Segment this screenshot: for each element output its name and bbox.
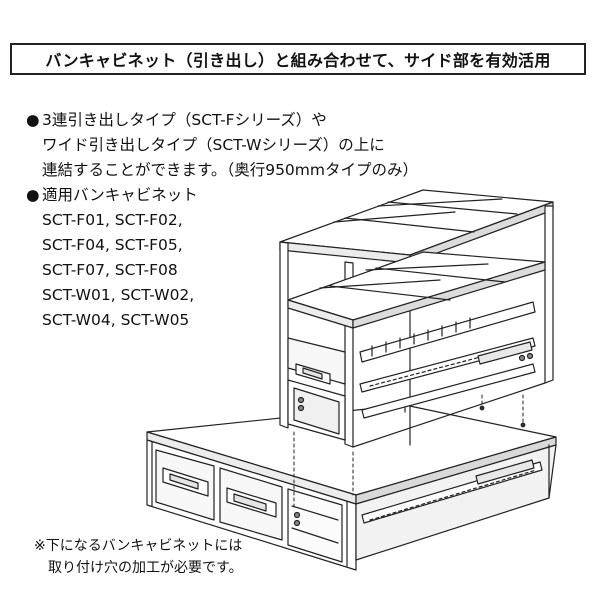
model-list-item: SCT-F01, SCT-F02, [42,211,183,229]
note-line-2: 取り付け穴の加工が必要です。 [48,560,243,576]
lower-cabinet [146,404,557,571]
upper-rack [279,189,554,448]
feature-line-2: ワイド引き出しタイプ（SCT-Wシリーズ）の上に [42,136,385,154]
compatible-heading: 適用バンキャビネット [42,186,198,204]
title-banner: バンキャビネット（引き出し）と組み合わせて、サイド部を有効活用 [10,43,586,75]
model-list-item: SCT-W01, SCT-W02, [42,286,195,304]
bullet-icon: ● [26,186,40,204]
feature-list: ●3連引き出しタイプ（SCT-Fシリーズ）や ワイド引き出しタイプ（SCT-Wシ… [26,108,418,333]
feature-line-1: 3連引き出しタイプ（SCT-Fシリーズ）や [42,111,327,129]
model-list-item: SCT-F04, SCT-F05, [42,236,183,254]
model-list-item: SCT-F07, SCT-F08 [42,261,178,279]
installation-note: ※下になるバンキャビネットには 取り付け穴の加工が必要です。 [34,535,243,579]
alignment-lines [293,394,524,509]
bullet-icon: ● [26,111,40,129]
feature-item: ●3連引き出しタイプ（SCT-Fシリーズ）や [26,108,418,133]
page-title: バンキャビネット（引き出し）と組み合わせて、サイド部を有効活用 [45,51,551,70]
feature-line-3: 連結することができます。（奥行950mmタイプのみ） [42,161,418,179]
model-list-item: SCT-W04, SCT-W05 [42,311,190,329]
note-line-1: ※下になるバンキャビネットには [34,538,243,554]
compatible-heading-item: ●適用バンキャビネット [26,183,418,208]
